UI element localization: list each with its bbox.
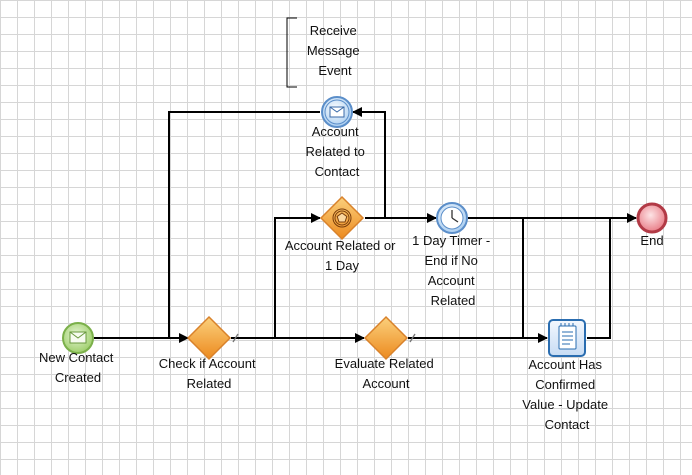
timer-event-label: 1 Day Timer - End if No Account Related xyxy=(412,233,494,308)
task-label: Account Has Confirmed Value - Update Con… xyxy=(522,357,611,432)
timer-event[interactable] xyxy=(436,202,468,234)
sequence-flows xyxy=(94,107,637,343)
default-flow-mark xyxy=(409,333,416,343)
end-event[interactable] xyxy=(636,202,668,234)
flow-msg-to-check xyxy=(168,111,320,338)
gateway-check-account[interactable] xyxy=(186,315,232,361)
gateway-evaluate-account[interactable] xyxy=(363,315,409,361)
start-event[interactable] xyxy=(62,322,94,354)
flow-check-branch xyxy=(274,213,321,338)
end-event-label: End xyxy=(640,233,663,248)
check-gateway-label: Check if Account Related xyxy=(159,356,259,391)
evaluate-gateway-label: Evaluate Related Account xyxy=(335,356,438,391)
annotation-bracket xyxy=(286,17,297,88)
task-update-contact[interactable] xyxy=(548,319,586,357)
flow-task-to-end xyxy=(587,218,611,339)
event-based-gateway[interactable] xyxy=(319,195,365,241)
notepad-icon xyxy=(558,323,577,350)
envelope-icon xyxy=(329,106,345,118)
annotation-text: Receive Message Event xyxy=(307,23,363,78)
message-event-label: Account Related to Contact xyxy=(306,124,369,179)
start-event-label: New Contact Created xyxy=(39,350,117,385)
envelope-icon xyxy=(69,331,87,344)
default-flow-mark xyxy=(232,333,239,343)
pentagon-icon xyxy=(332,208,352,228)
clock-icon xyxy=(440,206,464,230)
message-event[interactable] xyxy=(321,96,353,128)
event-gateway-label: Account Related or 1 Day xyxy=(285,238,399,273)
